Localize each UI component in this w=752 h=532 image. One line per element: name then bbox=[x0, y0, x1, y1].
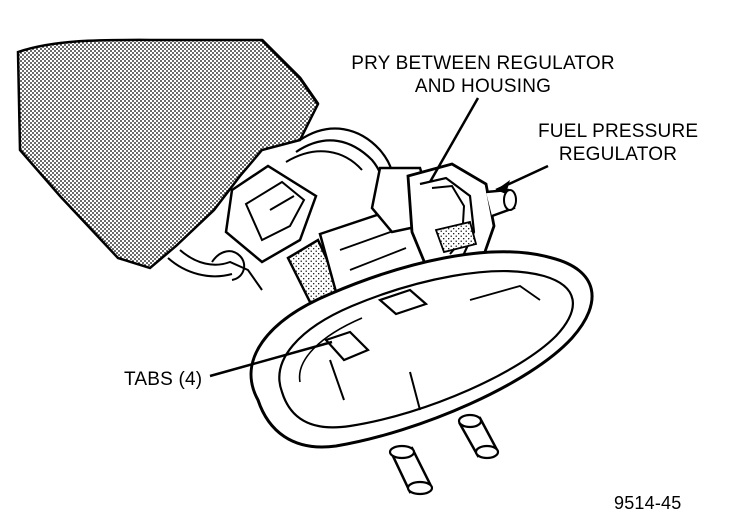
fuel-label-line2: REGULATOR bbox=[558, 144, 678, 165]
figure-number: 9514-45 bbox=[614, 493, 682, 513]
pry-label: PRY BETWEEN REGULATOR AND HOUSING bbox=[348, 52, 618, 98]
hand-glove bbox=[16, 38, 320, 270]
sender-flange bbox=[249, 250, 594, 449]
tabs-leader-line bbox=[209, 340, 333, 378]
tabs bbox=[324, 288, 429, 411]
fuel-label-line1: FUEL PRESSURE bbox=[538, 121, 699, 142]
tabs-label: TABS (4) bbox=[124, 369, 203, 390]
fuel-pressure-regulator-label: FUEL PRESSURE REGULATOR bbox=[538, 120, 698, 166]
pry-leader-line bbox=[428, 97, 480, 183]
leader-lines bbox=[209, 97, 549, 378]
pry-label-line1: PRY BETWEEN REGULATOR bbox=[351, 53, 615, 74]
electrical-connector bbox=[224, 164, 318, 264]
outlet-tubes bbox=[388, 413, 500, 496]
pry-label-line2: AND HOUSING bbox=[414, 76, 552, 97]
